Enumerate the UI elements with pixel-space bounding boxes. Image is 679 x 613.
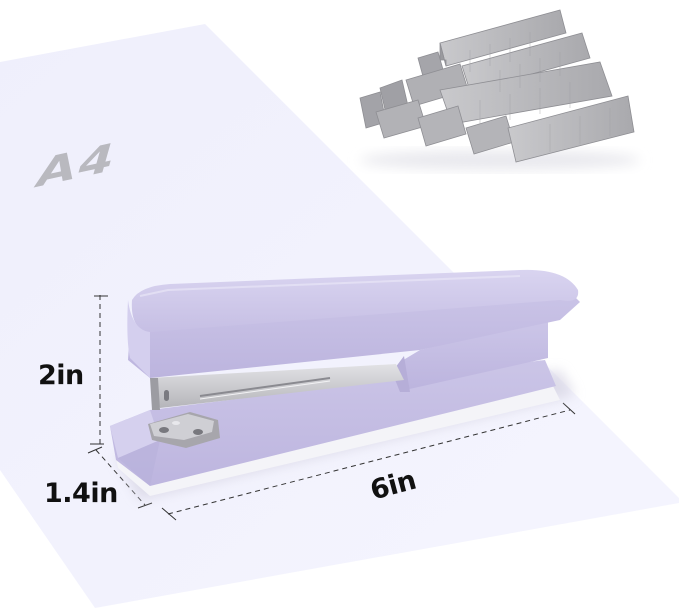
staples-pile: [359, 9, 640, 170]
height-dimension-label: 2in: [38, 360, 84, 391]
depth-dimension-label: 1.4in: [44, 478, 118, 509]
stapler: [110, 269, 580, 500]
dimension-lines: [87, 295, 576, 521]
